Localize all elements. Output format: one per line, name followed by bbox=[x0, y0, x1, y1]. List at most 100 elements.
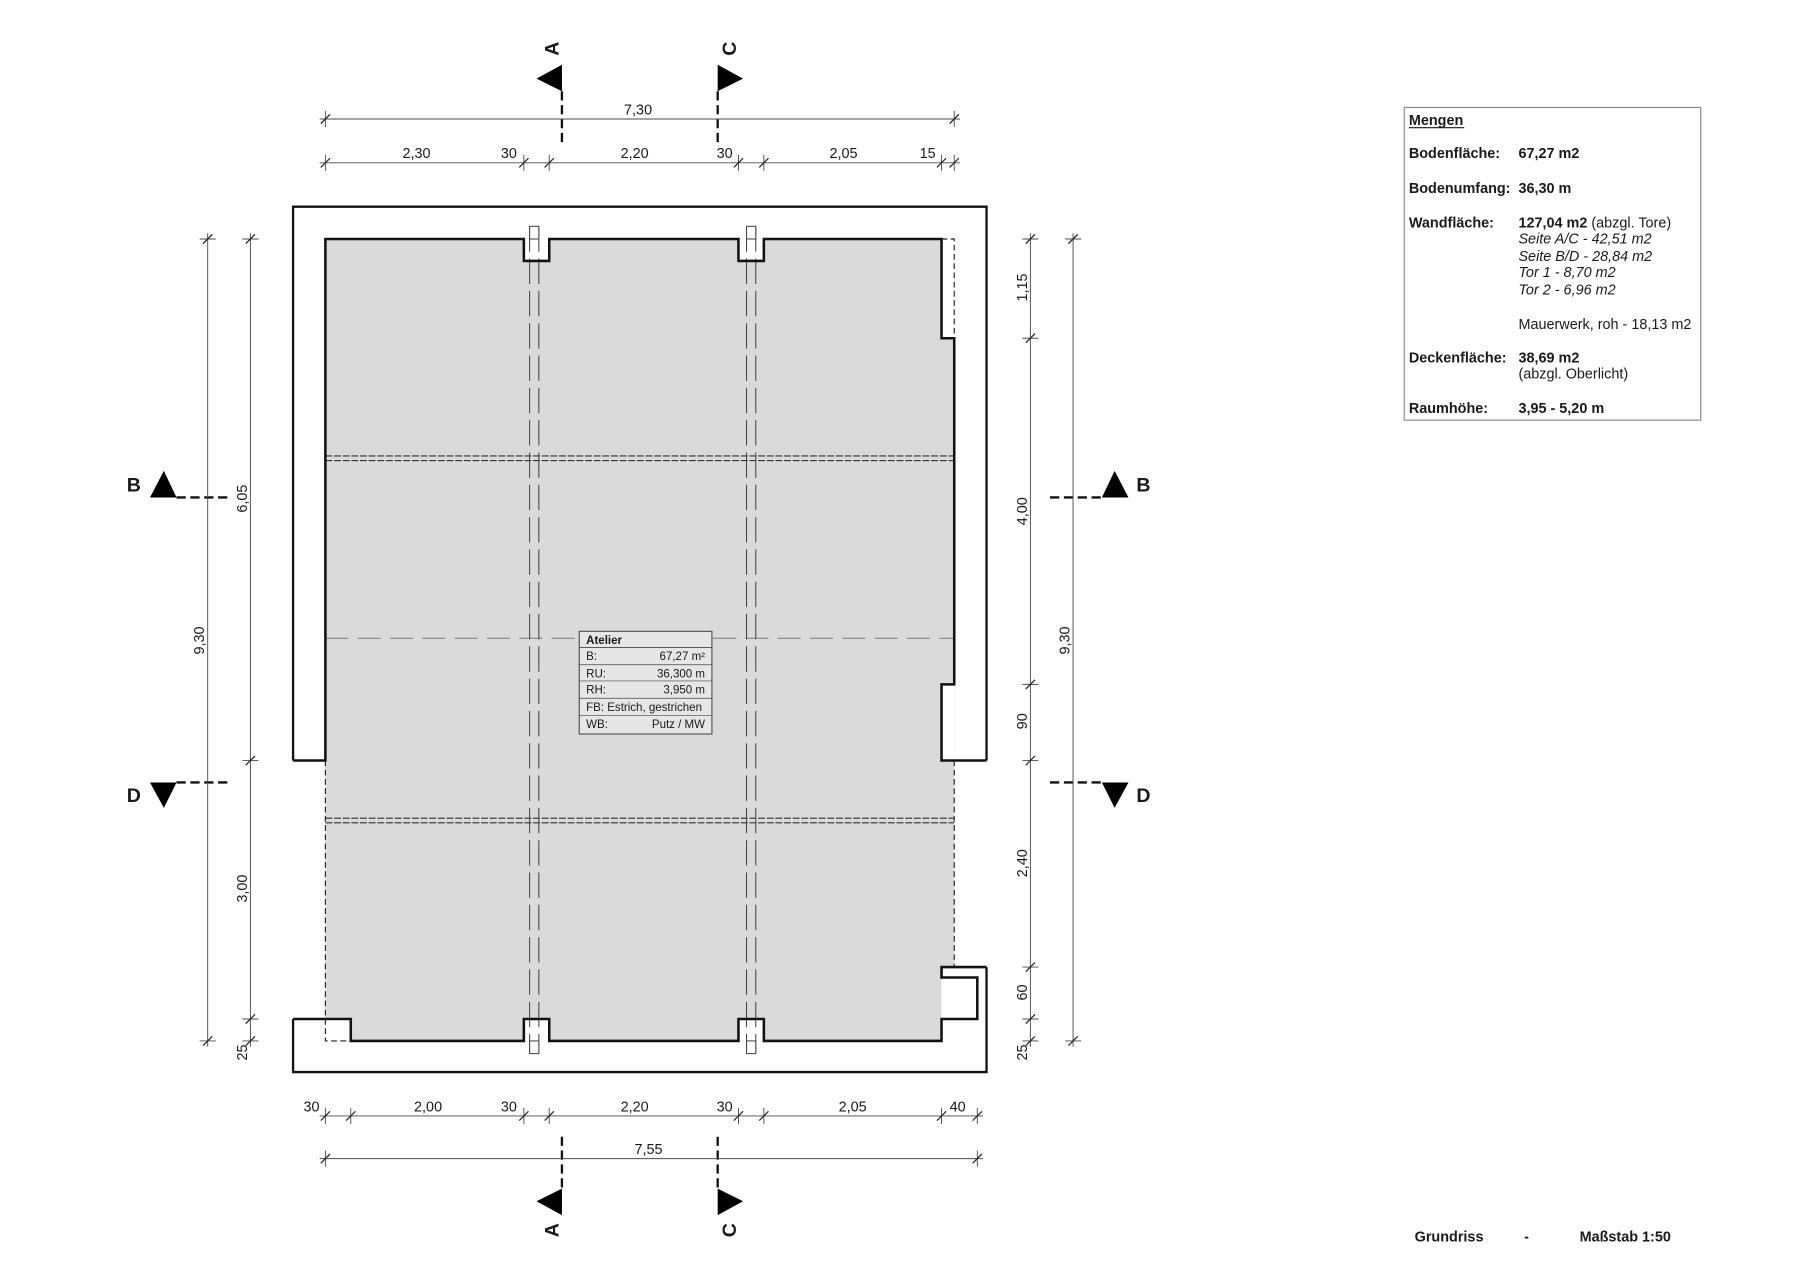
title-separator: - bbox=[1524, 1230, 1529, 1246]
drawing-scale: Maßstab 1:50 bbox=[1580, 1230, 1671, 1246]
section-label-d-left: D bbox=[127, 785, 141, 807]
dimension-tick bbox=[1025, 1035, 1036, 1046]
section-label-c-top: C bbox=[719, 42, 741, 56]
section-label-a-bottom: A bbox=[541, 1223, 563, 1237]
beam-2-support-top bbox=[746, 225, 757, 240]
floor-perimeter-value: 36,30 m bbox=[1518, 181, 1571, 197]
dimension-tick bbox=[1025, 333, 1036, 344]
wall-area-label: Wandfläche: bbox=[1409, 215, 1494, 231]
inner-wall-upper bbox=[293, 237, 987, 762]
dimension-tick bbox=[245, 755, 256, 766]
dimension-tick bbox=[1025, 755, 1036, 766]
ceiling-area-note: (abzgl. Oberlicht) bbox=[1518, 367, 1628, 383]
section-arrow-c-bottom bbox=[717, 1188, 744, 1216]
drawing-title: Grundriss bbox=[1415, 1230, 1484, 1246]
dimension-tick bbox=[949, 113, 960, 125]
dim-bottom: 2,00 bbox=[414, 1099, 442, 1115]
dim-top: 2,30 bbox=[403, 146, 431, 162]
dimension-tick bbox=[972, 1110, 983, 1121]
pillar-bottom-2 bbox=[738, 1019, 764, 1041]
outer-wall-lower bbox=[291, 967, 988, 1074]
room-wall-finish-value: Putz / MW bbox=[652, 719, 705, 731]
quantities-box: Mengen Bodenfläche: 67,27 m2 Bodenumfang… bbox=[1403, 106, 1702, 421]
wall-area-note: (abzgl. Tore) bbox=[1587, 215, 1671, 231]
dimension-tick bbox=[949, 157, 960, 168]
dimension-tick bbox=[518, 1110, 529, 1121]
dim-top-total: 7,30 bbox=[624, 102, 652, 118]
dimension-tick bbox=[320, 113, 331, 125]
dimension-tick bbox=[202, 1035, 213, 1046]
dimension-tick bbox=[1068, 233, 1079, 245]
dimension-tick bbox=[758, 1110, 769, 1121]
dim-left: 6,05 bbox=[235, 485, 251, 513]
dimension-tick bbox=[758, 157, 769, 168]
dimension-tick bbox=[202, 233, 213, 245]
room-height-value: 3,95 - 5,20 m bbox=[1518, 401, 1604, 417]
gate-left-dashed-edge bbox=[324, 760, 351, 1042]
wall-detail: Tor 1 - 8,70 m2 bbox=[1518, 265, 1615, 281]
floor-area-value: 67,27 m2 bbox=[1518, 146, 1579, 162]
room-wall-finish-label: WB: bbox=[586, 719, 608, 731]
section-arrow-a-top bbox=[536, 64, 562, 92]
inner-wall-lower bbox=[293, 965, 987, 1043]
dim-right: 1,15 bbox=[1015, 273, 1031, 301]
room-area-label: B: bbox=[586, 651, 597, 663]
section-label-b-right: B bbox=[1136, 475, 1150, 497]
beam-2-support-bottom bbox=[746, 1040, 757, 1055]
dim-top: 2,20 bbox=[621, 146, 649, 162]
section-label-b-left: B bbox=[127, 475, 141, 497]
section-arrow-c-top bbox=[717, 64, 744, 92]
title-block: Grundriss - Maßstab 1:50 bbox=[1415, 1230, 1671, 1246]
dimension-tick bbox=[1025, 962, 1036, 973]
dimension-tick bbox=[245, 233, 256, 245]
ceiling-area-label: Deckenfläche: bbox=[1409, 350, 1507, 366]
dim-right-total: 9,30 bbox=[1058, 627, 1074, 655]
section-arrow-d-right bbox=[1101, 782, 1129, 808]
room-height-label: Raumhöhe: bbox=[1409, 401, 1488, 417]
quantities-title: Mengen bbox=[1409, 113, 1463, 129]
section-arrow-b-right bbox=[1101, 470, 1129, 498]
dim-left: 25 bbox=[235, 1044, 251, 1060]
pillar-bottom-left bbox=[325, 1019, 351, 1041]
room-floor-finish: FB: Estrich, gestrichen bbox=[586, 702, 702, 714]
dim-top: 30 bbox=[501, 146, 517, 162]
dimension-tick bbox=[518, 157, 529, 168]
dimension-tick bbox=[245, 1013, 256, 1025]
top-right-dashed-edge bbox=[941, 238, 955, 339]
wall-detail: Seite B/D - 28,84 m2 bbox=[1518, 249, 1652, 265]
dimension-tick bbox=[972, 1153, 983, 1164]
dim-bottom-total: 7,55 bbox=[634, 1142, 662, 1158]
dimension-tick bbox=[1025, 679, 1036, 690]
section-arrow-b-left bbox=[150, 470, 177, 498]
section-label-d-right: D bbox=[1136, 785, 1150, 807]
dim-right: 60 bbox=[1015, 984, 1031, 1000]
dim-top: 2,05 bbox=[829, 146, 857, 162]
dimension-tick bbox=[544, 157, 555, 168]
dimension-tick bbox=[1068, 1035, 1079, 1046]
room-stamp-frame bbox=[578, 630, 713, 735]
wall-area-value: 127,04 m2 bbox=[1518, 215, 1587, 231]
wall-area-line: 127,04 m2 (abzgl. Tore) bbox=[1518, 215, 1671, 231]
dimension-tick bbox=[320, 157, 331, 168]
dimension-tick bbox=[320, 1153, 331, 1164]
beam-1-support-top bbox=[529, 225, 540, 240]
wall-detail: Seite A/C - 42,51 m2 bbox=[1518, 232, 1651, 248]
floor-perimeter-label: Bodenumfang: bbox=[1409, 181, 1511, 197]
dimension-tick bbox=[936, 157, 947, 168]
outer-wall-upper bbox=[291, 205, 988, 761]
section-arrow-a-bottom bbox=[536, 1188, 562, 1216]
room-perimeter-label: RU: bbox=[586, 668, 606, 680]
room-area-value: 67,27 m² bbox=[660, 651, 706, 663]
dimension-lines bbox=[199, 110, 1082, 1167]
dimension-tick bbox=[345, 1110, 356, 1121]
dim-bottom: 30 bbox=[304, 1099, 320, 1115]
dim-bottom: 30 bbox=[501, 1099, 517, 1115]
beam-1-support-bottom bbox=[529, 1040, 540, 1055]
room-perimeter-value: 36,300 m bbox=[657, 668, 705, 680]
dimension-labels: 7,30 2,30 30 2,20 30 2,05 15 30 2,00 30 … bbox=[192, 102, 1073, 1158]
dim-bottom: 2,05 bbox=[839, 1099, 867, 1115]
dim-left: 3,00 bbox=[235, 875, 251, 903]
dim-bottom: 40 bbox=[950, 1099, 966, 1115]
dim-top: 15 bbox=[920, 146, 936, 162]
section-arrow-d-left bbox=[150, 782, 177, 808]
